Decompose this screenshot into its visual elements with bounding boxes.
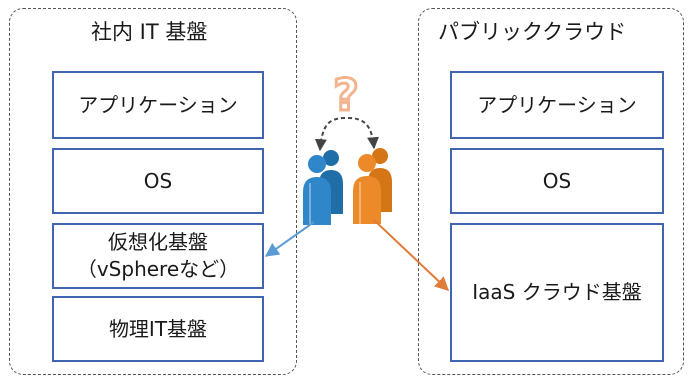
physical-it-label: 物理IT基盤 [108,316,208,341]
on-premise-os-label: OS [143,168,173,193]
public-cloud-title: パブリッククラウド [438,20,627,44]
on-premise-title: 社内 IT 基盤 [91,20,208,44]
physical-it-layer: 物理IT基盤 [52,296,264,362]
virtualization-layer: 仮想化基盤 （vSphereなど） [52,223,264,289]
users-icon-blue [303,150,343,225]
cloud-application-label: アプリケーション [477,92,637,117]
on-premise-group [9,8,297,375]
dashed-arc-left [314,117,346,152]
cloud-os-label: OS [542,168,572,193]
cloud-application-layer: アプリケーション [450,71,664,139]
iaas-label: IaaS クラウド基盤 [472,280,642,304]
on-premise-os-layer: OS [52,148,264,214]
orange-arrow [373,219,450,291]
virtualization-example-label: （vSphereなど） [76,257,240,281]
cloud-os-layer: OS [450,148,664,214]
iaas-layer: IaaS クラウド基盤 [450,223,664,362]
dashed-arc-right [347,117,379,150]
virtualization-label: 仮想化基盤 [108,230,208,254]
blue-arrow [264,221,315,257]
public-cloud-group [418,8,684,375]
on-premise-application-layer: アプリケーション [52,71,264,139]
question-mark-icon: ? [333,70,359,121]
users-icon-orange [353,148,392,224]
on-premise-application-label: アプリケーション [78,92,238,117]
